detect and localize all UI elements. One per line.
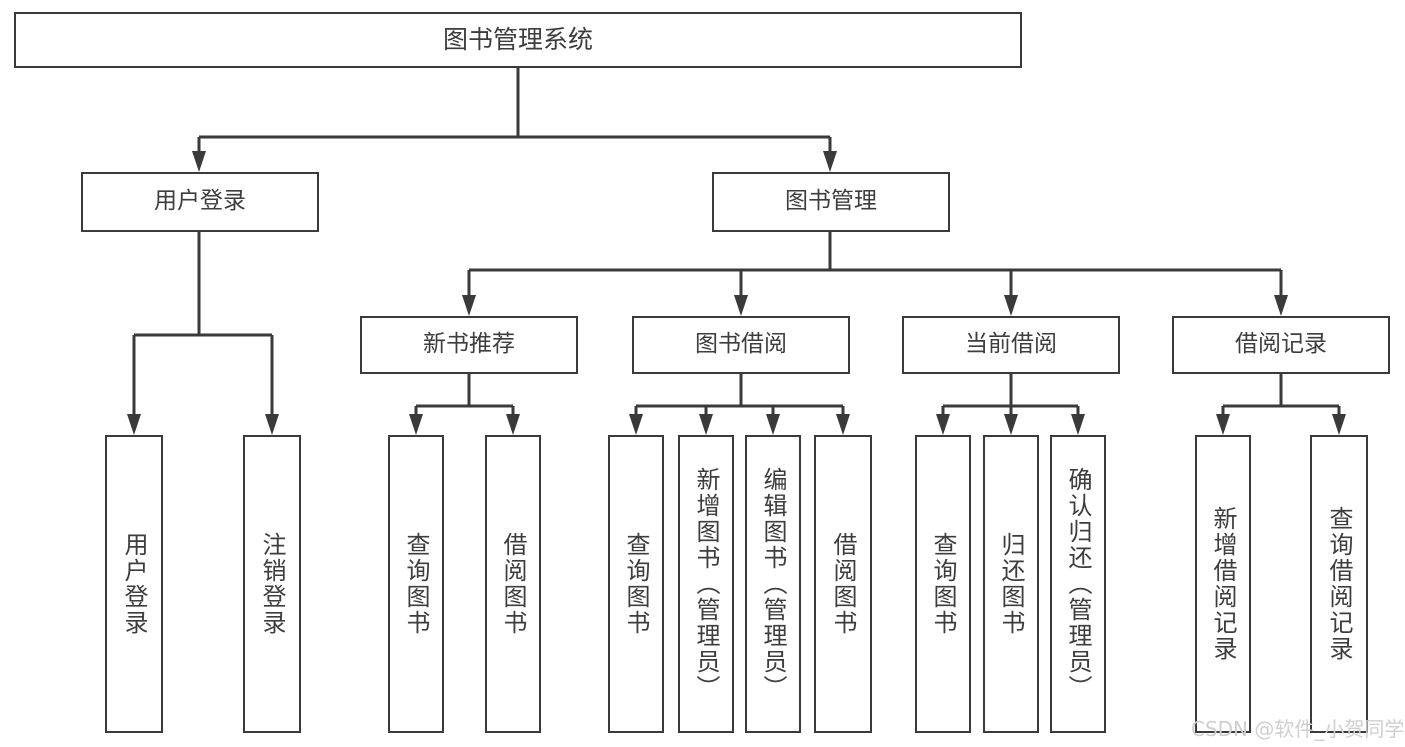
- node-label: 查询图书: [622, 532, 650, 636]
- arrowhead: [265, 414, 279, 435]
- arrowhead: [823, 151, 837, 172]
- arrowhead: [1216, 414, 1230, 435]
- leaf-node[interactable]: 借阅图书: [814, 435, 872, 733]
- level1-node[interactable]: 用户登录: [81, 172, 319, 232]
- node-label: 新增借阅记录: [1209, 506, 1237, 662]
- node-label: 借阅记录: [1235, 331, 1327, 358]
- node-label: 用户登录: [120, 532, 148, 636]
- node-label: 图书管理: [785, 188, 877, 215]
- node-label: 确认归还（管理员）: [1064, 467, 1092, 701]
- level2-node[interactable]: 借阅记录: [1172, 316, 1390, 374]
- arrowhead: [936, 414, 950, 435]
- node-label: 图书管理系统: [442, 25, 593, 55]
- leaf-node[interactable]: 查询图书: [915, 435, 971, 733]
- node-label: 借阅图书: [829, 532, 857, 636]
- node-label: 查询借阅记录: [1325, 506, 1353, 662]
- node-label: 用户登录: [154, 188, 246, 215]
- leaf-node[interactable]: 编辑图书（管理员）: [745, 435, 801, 733]
- level1-node[interactable]: 图书管理: [712, 172, 950, 232]
- node-label: 查询图书: [929, 532, 957, 636]
- level2-node[interactable]: 当前借阅: [902, 316, 1120, 374]
- node-label: 新增图书（管理员）: [692, 467, 720, 701]
- leaf-node[interactable]: 确认归还（管理员）: [1050, 435, 1106, 733]
- arrowhead: [192, 151, 206, 172]
- arrowhead: [1004, 414, 1018, 435]
- arrowhead: [1071, 414, 1085, 435]
- arrowhead: [836, 414, 850, 435]
- node-label: 归还图书: [997, 532, 1025, 636]
- arrowhead: [1274, 295, 1288, 316]
- leaf-node[interactable]: 用户登录: [105, 435, 163, 733]
- node-label: 新书推荐: [423, 331, 515, 358]
- node-label: 图书借阅: [695, 331, 787, 358]
- arrowhead: [409, 414, 423, 435]
- watermark-label: CSDN @软件_小贺同学: [1191, 717, 1405, 741]
- leaf-node[interactable]: 借阅图书: [485, 435, 541, 733]
- leaf-node[interactable]: 新增图书（管理员）: [678, 435, 734, 733]
- arrowhead: [766, 414, 780, 435]
- arrowhead: [629, 414, 643, 435]
- leaf-node[interactable]: 查询借阅记录: [1310, 435, 1368, 733]
- leaf-node[interactable]: 新增借阅记录: [1195, 435, 1251, 733]
- leaf-node[interactable]: 归还图书: [983, 435, 1039, 733]
- arrowhead: [1004, 295, 1018, 316]
- leaf-node[interactable]: 查询图书: [608, 435, 664, 733]
- level2-node[interactable]: 图书借阅: [632, 316, 850, 374]
- arrowhead: [1332, 414, 1346, 435]
- leaf-node[interactable]: 查询图书: [388, 435, 444, 733]
- node-label: 当前借阅: [965, 331, 1057, 358]
- node-label: 查询图书: [402, 532, 430, 636]
- arrowhead: [699, 414, 713, 435]
- level2-node[interactable]: 新书推荐: [360, 316, 578, 374]
- node-label: 编辑图书（管理员）: [759, 467, 787, 701]
- arrowhead: [462, 295, 476, 316]
- arrowhead: [127, 414, 141, 435]
- node-label: 借阅图书: [499, 532, 527, 636]
- leaf-node[interactable]: 注销登录: [243, 435, 301, 733]
- node-label: 注销登录: [258, 532, 286, 636]
- arrowhead: [506, 414, 520, 435]
- arrowhead: [734, 295, 748, 316]
- root-node[interactable]: 图书管理系统: [14, 12, 1022, 68]
